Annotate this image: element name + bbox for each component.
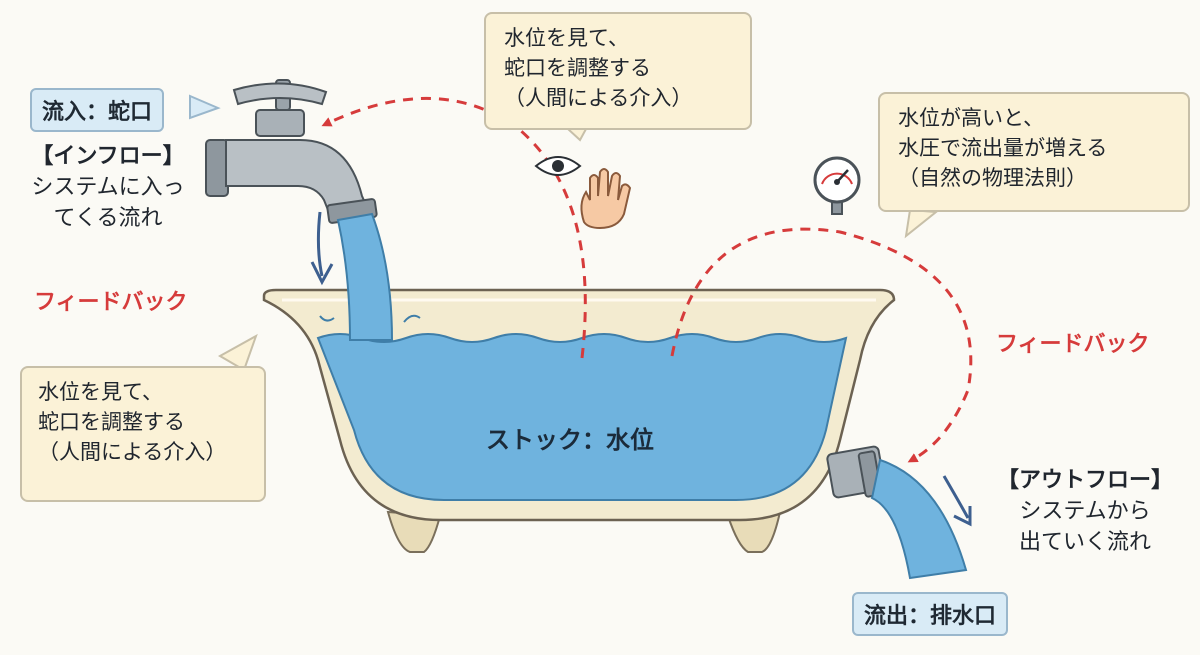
inflow-heading: 【インフロー】 (31, 144, 185, 169)
outflow-desc-line-1: システムから (1019, 498, 1151, 524)
inflow-arrow (310, 211, 334, 286)
inflow-desc-line-2: てくる流れ (53, 205, 163, 231)
human-callout-top-line-1: 水位を見て、 (504, 26, 629, 50)
eye-icon (534, 156, 582, 176)
physics-callout-line-1: 水位が高いと、 (898, 106, 1045, 130)
drain-pipe-icon (826, 445, 886, 499)
inflow-tag: 流入：蛇口 (30, 88, 165, 132)
outflow-tag: 流出：排水口 (852, 592, 1009, 636)
pressure-gauge-icon (813, 156, 861, 215)
human-callout-top: 水位を見て、 蛇口を調整する （人間による介入） (484, 12, 752, 130)
human-callout-top-line-3: （人間による介入） (504, 85, 693, 110)
physics-callout: 水位が高いと、 水圧で流出量が増える （自然の物理法則） (878, 92, 1190, 212)
human-callout-left-line-2: 蛇口を調整する (38, 409, 185, 434)
human-callout-left: 水位を見て、 蛇口を調整する （人間による介入） (20, 366, 266, 502)
outflow-stream (870, 458, 968, 580)
feedback-label-left: フィードバック (34, 290, 188, 315)
feedback-arrow-physics (670, 227, 973, 463)
stock-label: ストック：水位 (486, 426, 654, 454)
feedback-label-right: フィードバック (996, 332, 1150, 357)
hand-icon (580, 168, 632, 230)
outflow-desc-line-2: 出ていく流れ (1018, 529, 1151, 555)
inflow-label: 【インフロー】 システムに入っ てくる流れ (8, 142, 208, 234)
outflow-arrow (942, 475, 972, 527)
human-callout-left-line-1: 水位を見て、 (38, 380, 163, 404)
outflow-label: 【アウトフロー】 システムから 出ていく流れ (980, 466, 1190, 558)
outflow-heading: 【アウトフロー】 (996, 468, 1173, 493)
inflow-desc-line-1: システムに入っ (31, 174, 185, 200)
physics-callout-line-3: （自然の物理法則） (898, 165, 1087, 190)
bathtub-icon (262, 288, 896, 553)
faucet-icon (205, 79, 378, 224)
human-callout-left-line-3: （人間による介入） (38, 439, 227, 464)
human-callout-top-line-2: 蛇口を調整する (504, 55, 651, 80)
physics-callout-line-2: 水圧で流出量が増える (898, 135, 1108, 160)
inflow-stream (336, 212, 394, 341)
